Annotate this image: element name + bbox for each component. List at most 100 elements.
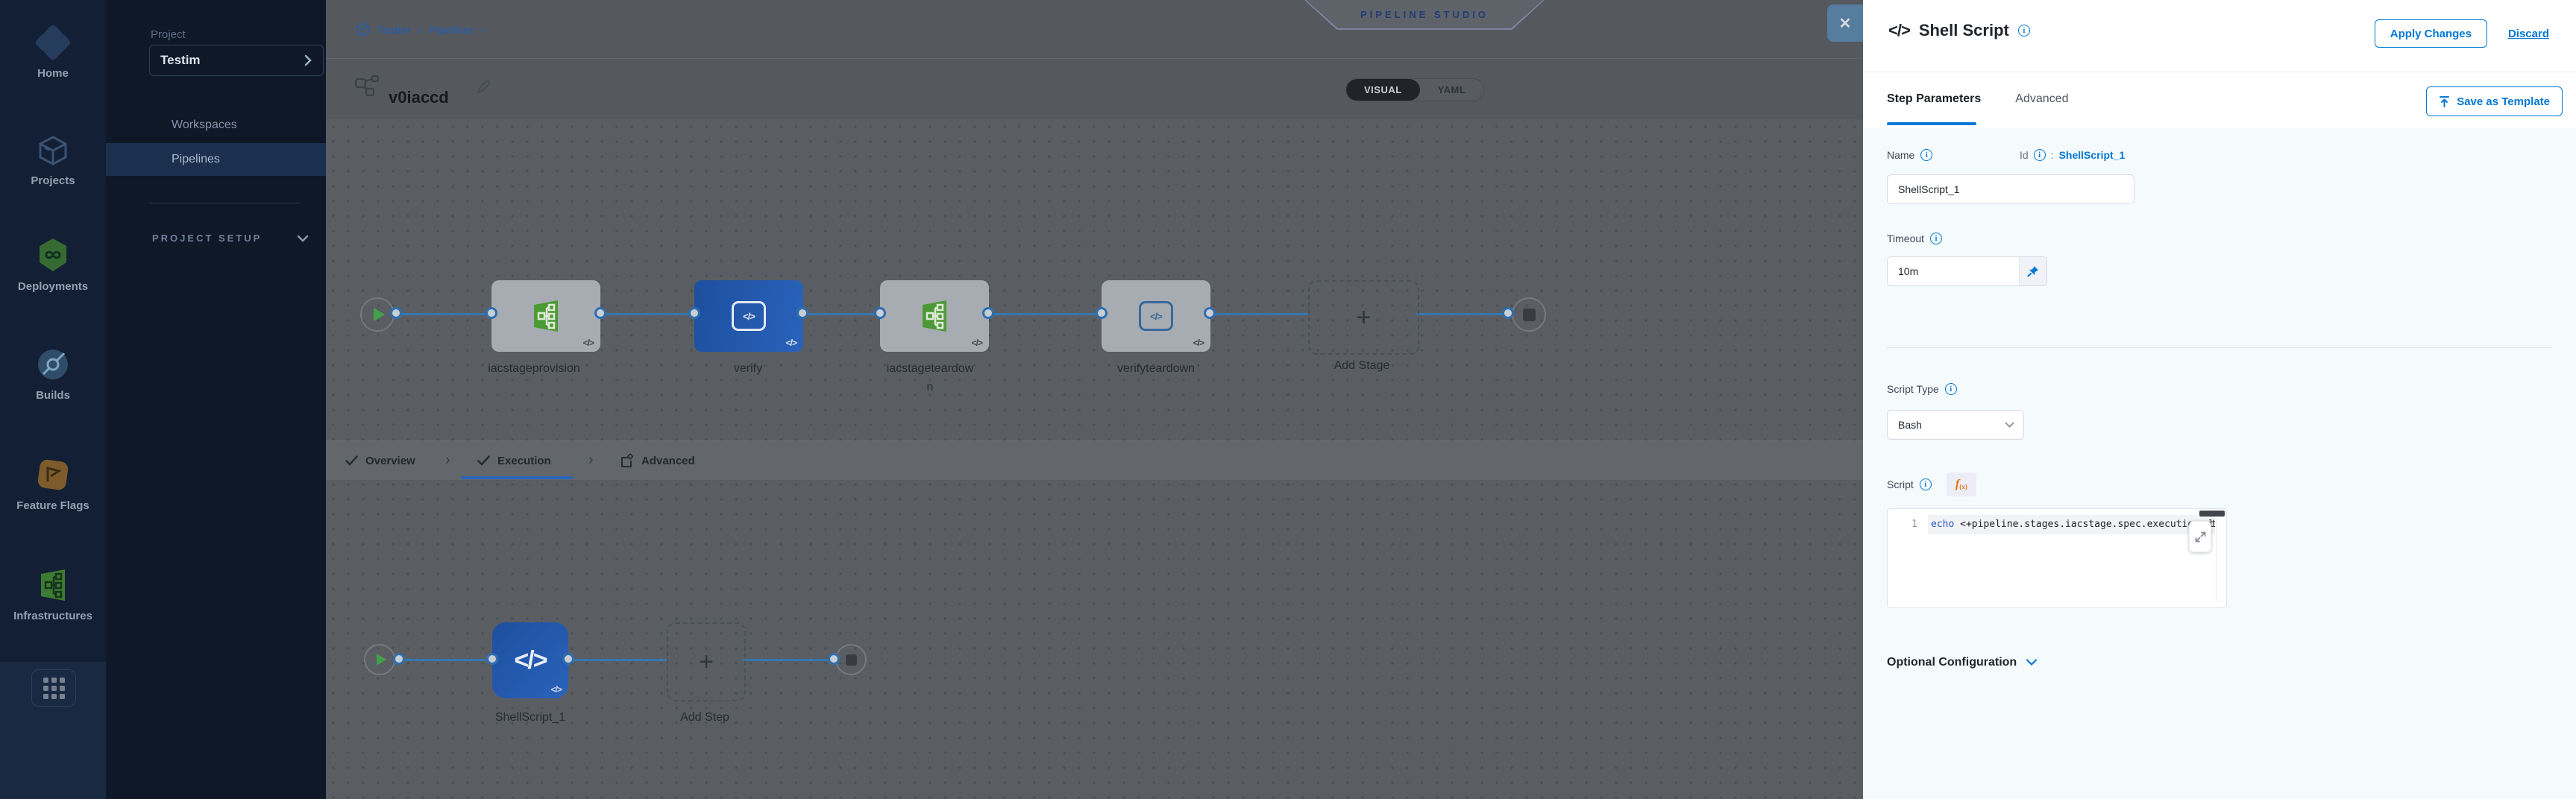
project-section-label: Project xyxy=(151,28,186,41)
pin-button[interactable] xyxy=(2019,257,2046,285)
drawer-title: Shell Script xyxy=(1918,21,2009,40)
name-input[interactable] xyxy=(1887,174,2134,204)
sidebar-item-home[interactable]: Home xyxy=(0,25,106,80)
stage-node-iacstageteardown[interactable]: </> xyxy=(880,280,989,352)
tab-advanced[interactable]: Advanced xyxy=(620,441,695,480)
chevron-down-icon xyxy=(297,235,309,242)
sidebar-item-label: Projects xyxy=(31,174,75,187)
toggle-yaml[interactable]: YAML xyxy=(1437,84,1466,95)
project-setup-toggle[interactable]: PROJECT SETUP xyxy=(152,233,309,244)
check-icon xyxy=(345,455,358,466)
optional-configuration-toggle[interactable]: Optional Configuration xyxy=(1887,656,2038,669)
chevron-right-icon: › xyxy=(588,452,594,468)
id-row: Id i : ShellScript_1 xyxy=(2020,149,2125,161)
stage-label: verifyteardown xyxy=(1116,362,1196,375)
tab-execution-active[interactable]: Execution xyxy=(477,441,551,480)
connector-port xyxy=(594,307,606,319)
connector-port xyxy=(982,307,994,319)
apply-changes-button[interactable]: Apply Changes xyxy=(2374,19,2487,48)
optional-configuration-label: Optional Configuration xyxy=(1887,656,2017,669)
sidebar-item-label: Feature Flags xyxy=(16,499,89,512)
drawer-tabs: Step Parameters Advanced xyxy=(1887,92,2068,106)
sidebar-item-label: Home xyxy=(37,67,69,80)
connector-port xyxy=(797,307,808,319)
code-badge: </> xyxy=(785,338,797,348)
info-icon[interactable]: i xyxy=(2033,149,2046,161)
stage-label: iacstageprovision xyxy=(488,362,580,375)
id-value[interactable]: ShellScript_1 xyxy=(2058,149,2126,161)
info-icon[interactable]: i xyxy=(1919,479,1932,490)
harness-logo-icon xyxy=(36,25,70,60)
pipeline-studio-badge-text: PIPELINE STUDIO xyxy=(1306,0,1543,28)
add-step-button[interactable]: + xyxy=(667,622,746,701)
line-number: 1 xyxy=(1911,519,1917,530)
project-selector[interactable]: Testim xyxy=(149,45,324,76)
stage-tab-band xyxy=(326,440,1863,481)
project-panel: Project Testim Workspaces Pipelines PROJ… xyxy=(106,0,326,799)
tab-step-parameters[interactable]: Step Parameters xyxy=(1887,92,1982,105)
connector-line xyxy=(1210,313,1308,315)
stage-node-iacstageprovision[interactable]: </> xyxy=(491,280,600,352)
tab-advanced[interactable]: Advanced xyxy=(2015,92,2069,105)
chevron-right-icon xyxy=(304,54,312,66)
expand-editor-button[interactable] xyxy=(2189,521,2211,552)
script-type-value: Bash xyxy=(1898,419,1922,431)
breadcrumb-separator: › xyxy=(482,23,486,37)
apps-grid-button[interactable] xyxy=(31,669,76,707)
sidebar-item-projects[interactable]: Projects xyxy=(0,134,106,187)
pipeline-canvas-area: Testim › Pipelines › PIPELINE STUDIO v0i… xyxy=(326,0,1863,799)
info-icon[interactable]: i xyxy=(1944,383,1957,395)
breadcrumb-separator: › xyxy=(418,23,422,37)
code-badge: </> xyxy=(550,684,562,695)
pipeline-start-node[interactable] xyxy=(360,297,395,332)
toggle-visual[interactable]: VISUAL xyxy=(1346,79,1420,101)
connector-line xyxy=(802,313,880,315)
connector-port xyxy=(874,307,886,319)
code-text: <+pipeline.stages.iacstage.spec.executio… xyxy=(1954,519,2215,530)
builds-icon xyxy=(38,350,68,379)
connector-port xyxy=(562,653,574,665)
step-node-shellscript[interactable]: </> </> xyxy=(492,622,568,698)
sidebar-item-pipelines[interactable]: Pipelines xyxy=(106,143,326,176)
sidebar-item-deployments[interactable]: Deployments xyxy=(0,237,106,293)
edit-pencil-icon[interactable] xyxy=(475,79,491,95)
script-code-editor[interactable]: 1 echo <+pipeline.stages.iacstage.spec.e… xyxy=(1887,508,2227,608)
execution-start-node[interactable] xyxy=(364,644,395,675)
breadcrumb-link-pipelines[interactable]: Pipelines xyxy=(429,24,475,36)
panel-link-label: Pipelines xyxy=(172,153,220,165)
tab-overview[interactable]: Overview xyxy=(345,441,415,480)
timeout-input[interactable] xyxy=(1888,257,2019,285)
sidebar-item-feature-flags[interactable]: Feature Flags xyxy=(0,458,106,512)
save-as-template-button[interactable]: Save as Template xyxy=(2426,86,2563,116)
info-icon[interactable]: i xyxy=(1920,149,1933,161)
breadcrumb-link-project[interactable]: Testim xyxy=(377,24,411,36)
info-icon[interactable]: i xyxy=(1930,233,1943,244)
sidebar-item-infrastructures[interactable]: Infrastructures xyxy=(0,568,106,622)
pipeline-end-node xyxy=(1512,297,1546,332)
stage-node-verify-selected[interactable]: </> </> xyxy=(694,280,803,352)
close-button[interactable]: ✕ xyxy=(1827,4,1863,42)
editor-scrollbar-thumb[interactable] xyxy=(2199,511,2225,517)
id-separator: : xyxy=(2050,149,2054,161)
stage-node-verifyteardown[interactable]: </> </> xyxy=(1102,280,1210,352)
sidebar-item-builds[interactable]: Builds xyxy=(0,347,106,402)
close-icon: ✕ xyxy=(1838,15,1852,32)
chevron-right-icon: › xyxy=(445,452,450,468)
info-icon[interactable]: i xyxy=(2017,25,2030,37)
script-type-select[interactable]: Bash xyxy=(1887,410,2024,440)
connector-port xyxy=(393,653,405,665)
connector-port xyxy=(1096,307,1108,319)
play-icon xyxy=(376,654,386,666)
sidebar-item-workspaces[interactable]: Workspaces xyxy=(106,109,326,142)
infrastructure-icon xyxy=(41,569,65,601)
timeout-input-group xyxy=(1887,256,2047,286)
deployments-icon xyxy=(40,239,66,271)
custom-stage-icon: </> xyxy=(1139,301,1173,331)
add-stage-button[interactable]: + xyxy=(1308,280,1419,355)
expression-fx-button[interactable]: f(x) xyxy=(1946,473,1976,496)
discard-button[interactable]: Discard xyxy=(2507,27,2549,40)
drawer-actions: Apply Changes Discard xyxy=(2374,19,2549,48)
